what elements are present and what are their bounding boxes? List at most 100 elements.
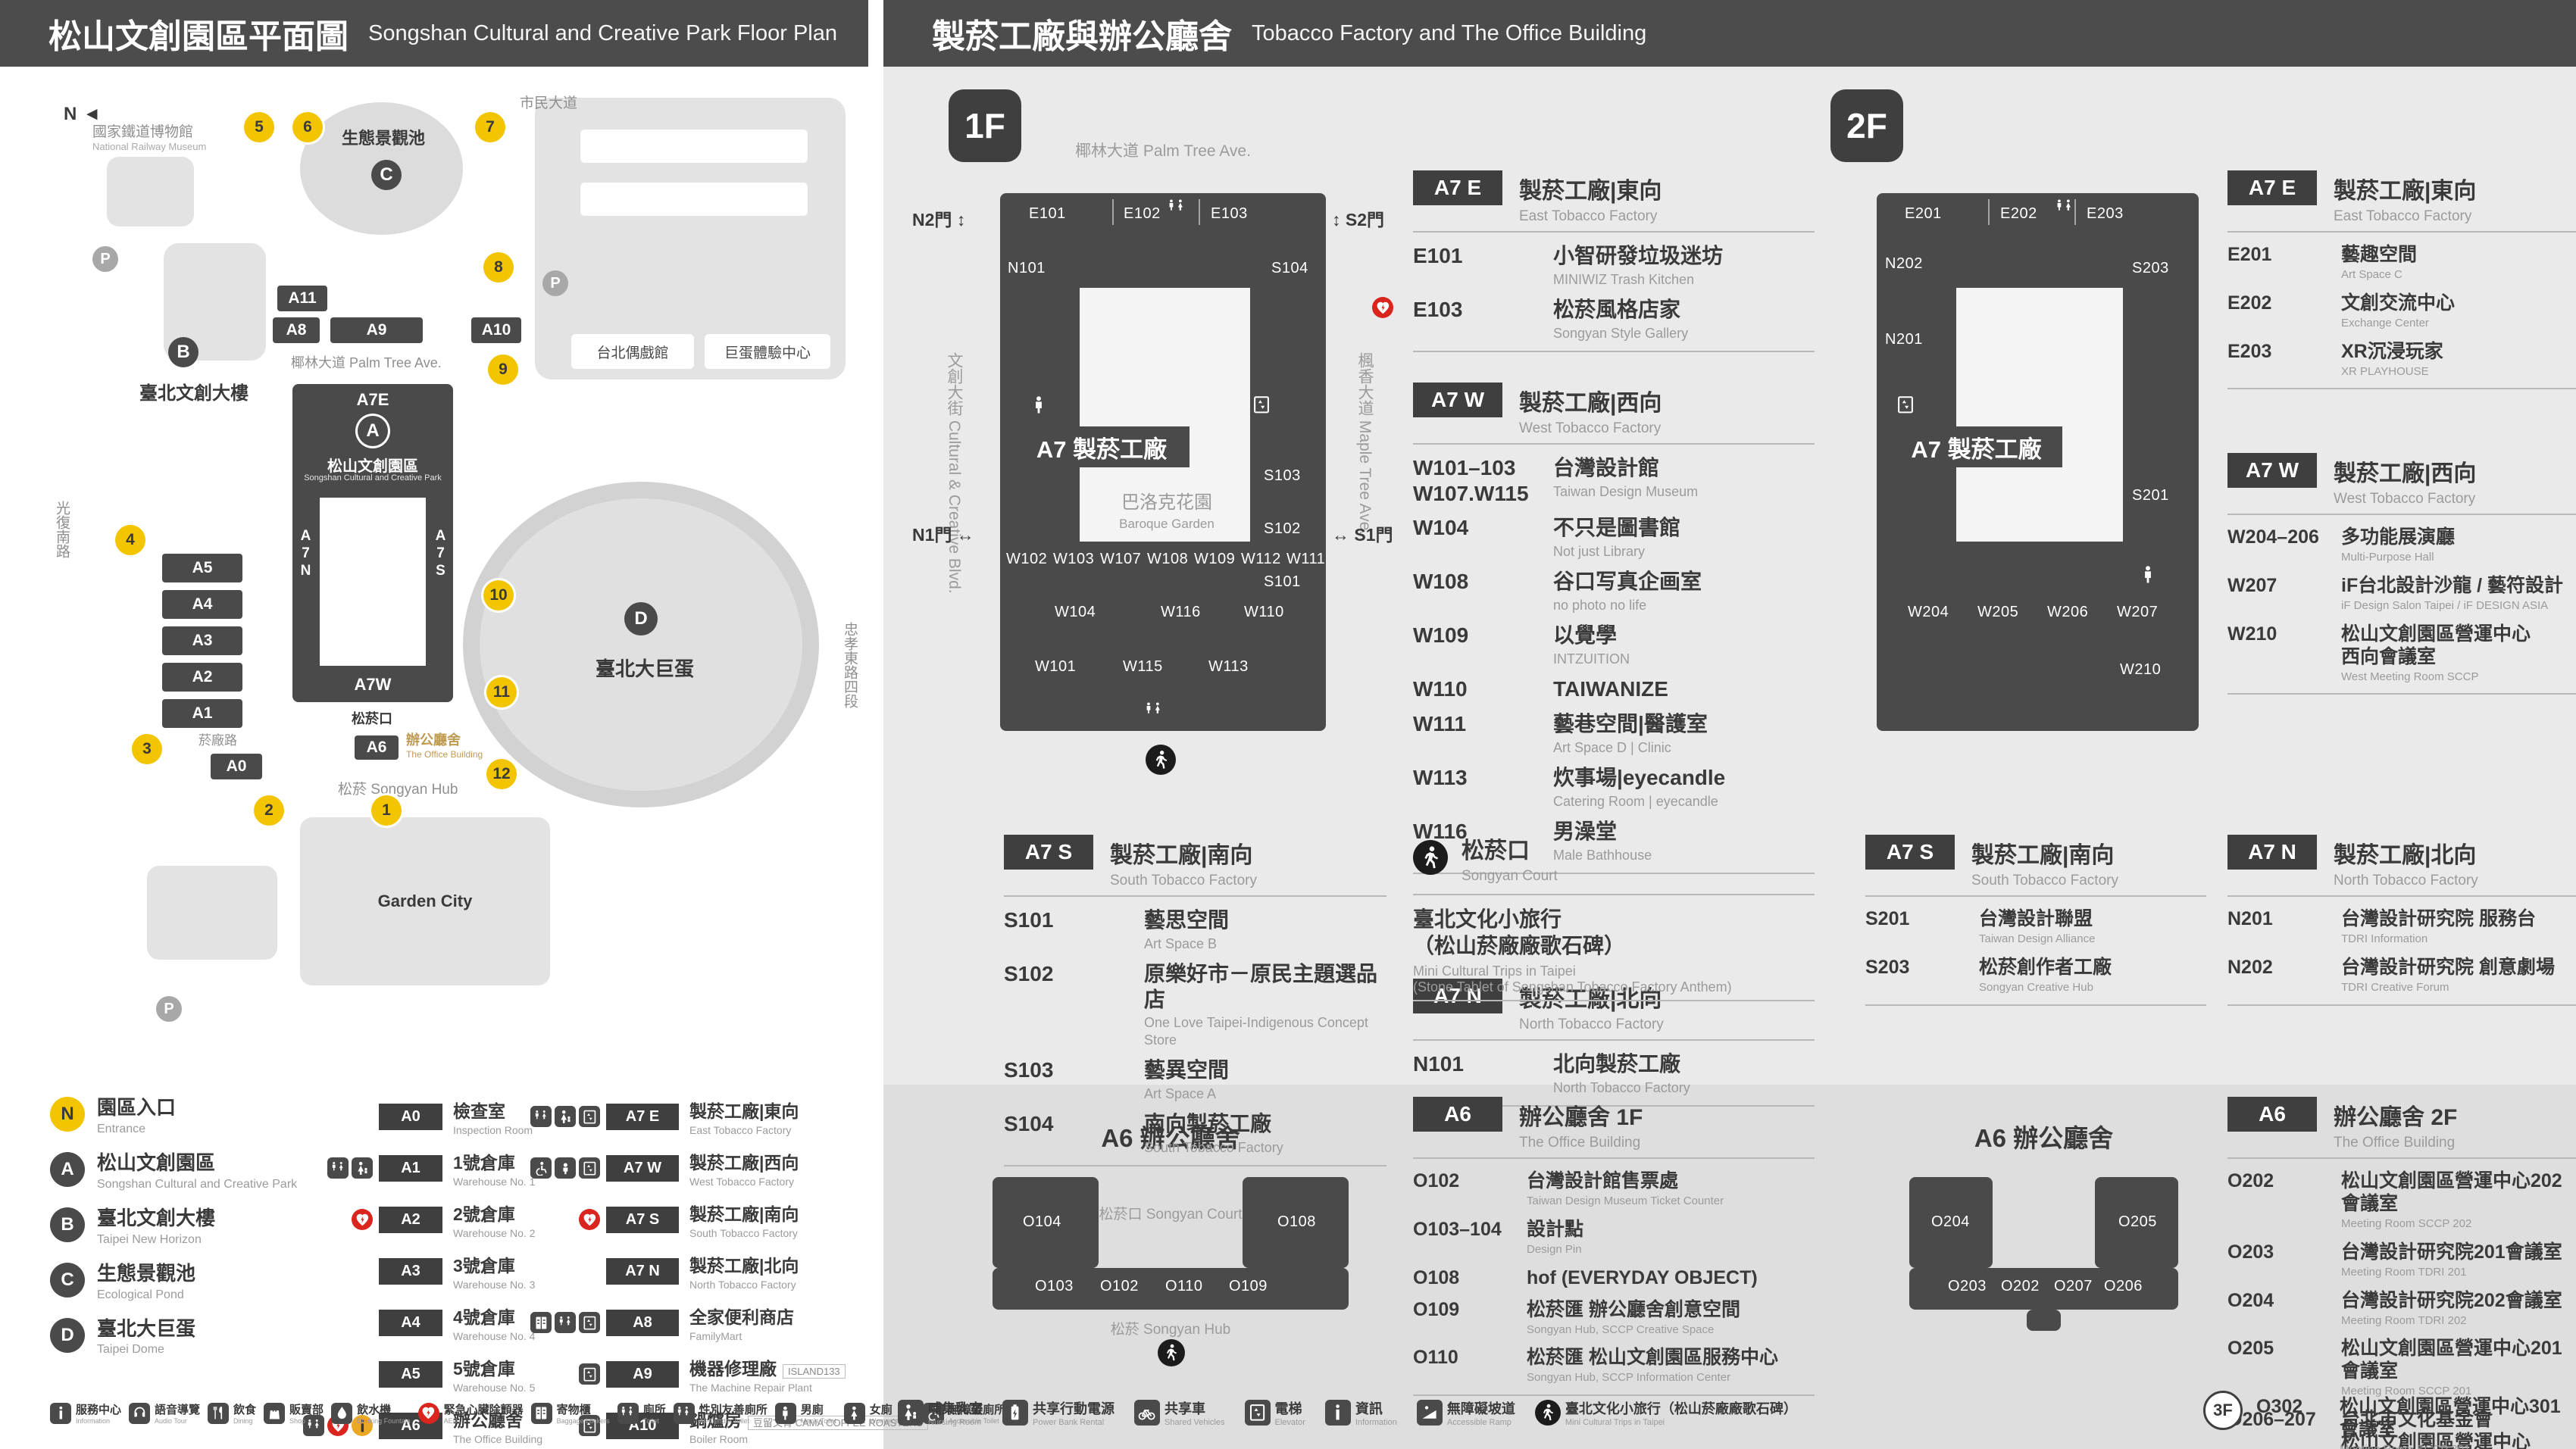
room-name-zh: 台北市文化基金會 松山文創園區營運中心	[2341, 1409, 2531, 1449]
marker-b: B	[168, 337, 199, 367]
room-code: O203	[2227, 1241, 2274, 1263]
park-building-a5: A5	[162, 554, 242, 582]
legend-en: Warehouse No. 2	[453, 1227, 536, 1239]
room-name-en: Art Space A	[1144, 1085, 1217, 1101]
legend-zh-text: 1號倉庫	[453, 1153, 515, 1173]
room-code: O110	[1413, 1347, 1458, 1369]
room-code: E101	[1413, 244, 1463, 267]
room-code: S203	[1865, 956, 1910, 978]
legend-zh-text: 檢查室	[453, 1101, 505, 1121]
a6-map-title: A6 辦公廳舍	[1101, 1124, 1240, 1152]
section-title-zh: 製菸工廠|北向	[2334, 843, 2477, 868]
divider	[1988, 199, 1990, 225]
legend-chip-a7w: A7 W	[606, 1154, 679, 1182]
office-building-1f-map: A6 辦公廳舍 松菸口 Songyan Court 松菸 Songyan Hub…	[985, 1124, 1356, 1366]
room-name-zh: 藝巷空間|醫護室	[1553, 712, 1708, 736]
park-building-a4: A4	[162, 590, 242, 619]
elevator-icon	[579, 1415, 600, 1436]
legend-marker-n: N	[50, 1097, 85, 1132]
toilet-icon	[617, 1402, 639, 1424]
elevator-icon	[1252, 395, 1271, 414]
park-building-a1: A1	[162, 699, 242, 728]
room-label: E103	[1211, 205, 1248, 222]
nursing-icon	[352, 1157, 373, 1179]
section-tag: A7 W	[1413, 383, 1502, 417]
legend-icon-gutter	[303, 1157, 379, 1179]
songyan-court-label: 松菸口 Songyan Court	[1099, 1207, 1243, 1223]
section-end-rule	[1413, 873, 1815, 875]
section-tag: A6	[2227, 1097, 2317, 1132]
section-rule	[1865, 895, 2206, 897]
room-code: E203	[2227, 340, 2272, 362]
legend-chip-a1: A1	[379, 1154, 442, 1182]
room-label: W113	[1208, 658, 1249, 675]
room-code: O205	[2227, 1338, 2274, 1360]
women-icon	[843, 1402, 865, 1424]
facility-en: Drinking Fountain	[357, 1417, 411, 1425]
room-names: hof (EVERYDAY OBJECT)	[1527, 1266, 1815, 1289]
park-name-label: 松山文創園區	[327, 458, 418, 475]
section-title-en: South Tobacco Factory	[1971, 873, 2118, 888]
room-name-en: Meeting Room SCCP 201	[2341, 1385, 2472, 1398]
room-name-zh: 松山文創園區營運中心 西向會議室	[2341, 623, 2531, 667]
legend-note: ISLAND133	[783, 1364, 846, 1379]
facility-zh: 哺集乳室	[928, 1401, 983, 1416]
room-name-zh: 文創交流中心	[2341, 292, 2456, 314]
court-item-en: Mini Cultural Trips in Taipei	[1413, 963, 1576, 979]
section-title-en: South Tobacco Factory	[1110, 873, 1257, 888]
railway-museum-label: 國家鐵道博物館 National Railway Museum	[92, 124, 207, 152]
room-name-en: Meeting Room SCCP 301	[2340, 1443, 2576, 1449]
facility-item: 臺北文化小旅行（松山菸廠廠歌石碑）Mini Cultural Trips in …	[1534, 1398, 1797, 1427]
updown-arrow-icon: ↕	[1332, 210, 1341, 230]
room-code: S201	[1865, 908, 1910, 929]
facility-en: Dining	[233, 1417, 253, 1425]
facility-en: Men's Toilet	[800, 1417, 836, 1425]
room-name-zh: 台灣設計研究院202會議室	[2341, 1289, 2562, 1311]
section-title-zh: 製菸工廠|西向	[2334, 461, 2477, 486]
parking-icon: P	[542, 270, 568, 296]
legend-en: The Office Building	[453, 1433, 543, 1445]
legend-zh: 製菸工廠|南向	[689, 1200, 799, 1226]
room-name-zh: 松山文創園區營運中心201會議室	[2341, 1338, 2562, 1382]
tobacco-factory-1f-map: 椰林大道 Palm Tree Ave. 文創大街 Cultural & Crea…	[912, 142, 1393, 807]
section-rule	[2227, 895, 2576, 897]
facility-en: Shared Vehicles	[1165, 1418, 1225, 1427]
room-label: O108	[1277, 1213, 1316, 1230]
room-label: O110	[1165, 1278, 1203, 1294]
legend-icon-gutter	[303, 1415, 379, 1436]
room-label: E202	[2000, 205, 2037, 222]
section-title-zh: 辦公廳舍 2F	[2334, 1105, 2458, 1130]
park-building-a8: A8	[273, 317, 320, 343]
